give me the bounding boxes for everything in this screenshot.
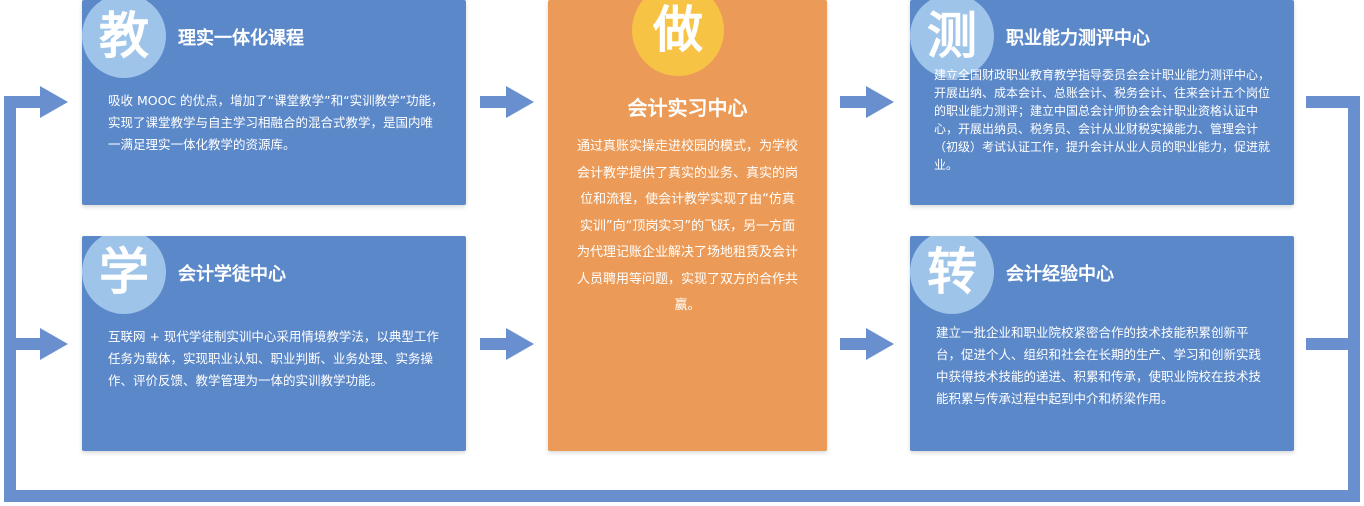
arrow-zuo-to-ce xyxy=(840,86,894,118)
arrow-jiao-to-zuo xyxy=(480,86,534,118)
badge-jiao: 教 xyxy=(82,0,166,78)
card-zuo: 做 会计实习中心 通过真账实操走进校园的模式，为学校会计教学提供了真实的业务、真… xyxy=(548,0,827,451)
card-jiao-body: 吸收 MOOC 的优点，增加了“课堂教学”和“实训教学”功能，实现了课堂教学与自… xyxy=(108,93,444,152)
card-ce-title: 职业能力测评中心 xyxy=(1006,28,1150,49)
card-zhuan-title: 会计经验中心 xyxy=(1006,264,1114,285)
loop-right-line xyxy=(1348,96,1360,502)
loop-left-stub-bottom xyxy=(4,338,44,350)
loop-left-line xyxy=(4,96,16,502)
arrow-xue-to-zuo xyxy=(480,328,534,360)
card-zhuan: 转 会计经验中心 建立一批企业和职业院校紧密合作的技术技能积累创新平台，促进个人… xyxy=(910,236,1294,451)
card-xue: 学 会计学徒中心 互联网 + 现代学徒制实训中心采用情境教学法，以典型工作任务为… xyxy=(82,236,466,451)
badge-zhuan: 转 xyxy=(910,236,994,314)
arrow-into-jiao xyxy=(40,86,68,118)
card-jiao: 教 理实一体化课程 吸收 MOOC 的优点，增加了“课堂教学”和“实训教学”功能… xyxy=(82,0,466,205)
loop-right-stub-bottom xyxy=(1306,338,1360,350)
arrow-into-xue xyxy=(40,328,68,360)
card-zuo-body: 通过真账实操走进校园的模式，为学校会计教学提供了真实的业务、真实的岗位和流程，使… xyxy=(576,139,798,313)
card-xue-body: 互联网 + 现代学徒制实训中心采用情境教学法，以典型工作任务为载体，实现职业认知… xyxy=(108,329,439,388)
badge-zuo-char: 做 xyxy=(653,1,703,59)
loop-right-stub-top xyxy=(1306,96,1360,108)
card-jiao-title: 理实一体化课程 xyxy=(178,28,304,49)
badge-ce: 测 xyxy=(910,0,994,78)
badge-xue-char: 学 xyxy=(99,243,149,301)
card-zuo-title: 会计实习中心 xyxy=(627,96,748,120)
loop-left-stub-top xyxy=(4,96,44,108)
arrow-zuo-to-zhuan xyxy=(840,328,894,360)
card-zhuan-body: 建立一批企业和职业院校紧密合作的技术技能积累创新平台，促进个人、组织和社会在长期… xyxy=(936,325,1262,406)
loop-bottom-line xyxy=(4,490,1360,502)
card-ce: 测 职业能力测评中心 建立全国财政职业教育教学指导委员会会计职业能力测评中心，开… xyxy=(910,0,1294,205)
badge-jiao-char: 教 xyxy=(99,7,149,65)
card-xue-title: 会计学徒中心 xyxy=(178,264,286,285)
badge-zuo: 做 xyxy=(632,0,724,76)
badge-zhuan-char: 转 xyxy=(927,243,977,301)
card-ce-body: 建立全国财政职业教育教学指导委员会会计职业能力测评中心，开展出纳、成本会计、总账… xyxy=(934,68,1271,172)
badge-ce-char: 测 xyxy=(927,7,977,65)
badge-xue: 学 xyxy=(82,236,166,314)
